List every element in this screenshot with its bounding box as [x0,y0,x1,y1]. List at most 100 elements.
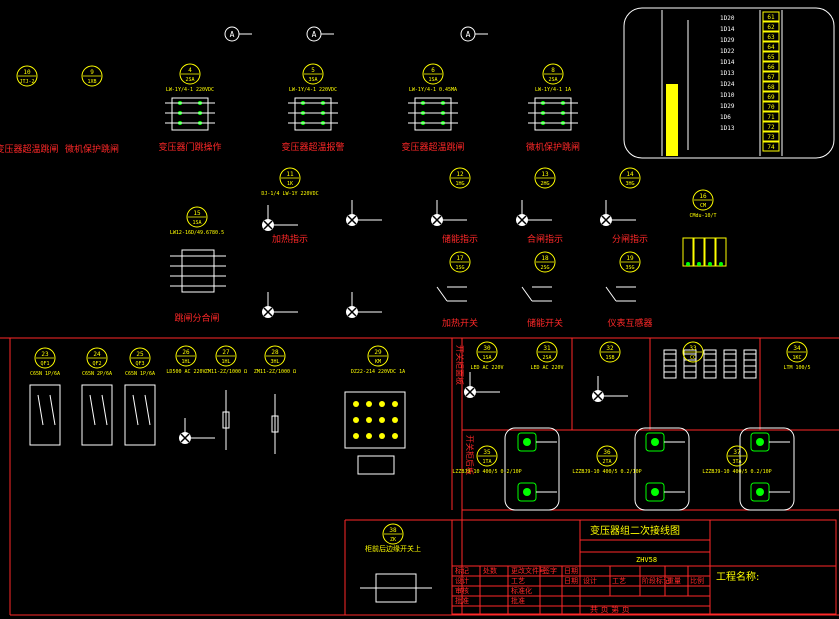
tb-craft: 工艺 [612,577,626,585]
title-block-grid [451,519,837,615]
badge-code: ZK [390,537,396,543]
badge-ring [186,206,208,228]
terminal-cell [762,61,780,72]
tb-mid-1: 标准化 [511,586,532,595]
lamp-cross [517,215,527,225]
badge-ring [382,523,404,545]
badge-number: 33 [689,345,697,352]
switch-contact-box [171,97,209,131]
ct-core [756,438,764,446]
badge-ring [367,345,389,367]
terminal-right-row: 71 [762,111,780,122]
lamp-cross [347,215,357,225]
badge-number: 25 [136,351,144,358]
terminal-cell [762,121,780,132]
badge-ring [726,445,748,467]
badge-code: 1HG [455,181,464,187]
badge-ring [534,251,556,273]
terminal-left-column: 1D201D141D291D221D141D131D241D101D291D61… [720,15,735,132]
badge-ring [86,347,108,369]
relay-pin [392,417,398,423]
tb-mark: 标记 [455,566,469,575]
relay-pin [379,433,385,439]
device-spec: LD500 AC 220V [166,369,205,375]
terminal-cell [762,101,780,112]
switch-contact-box [534,97,572,131]
terminal-right-row: 73 [762,131,780,142]
lamp-cross [465,387,475,397]
terminal-right-row: 65 [762,51,780,62]
ct-enclosure [739,427,795,511]
capacitor-icon [663,349,677,379]
device-spec: LZZBJ9-10 400/5 0.2/10P [572,469,641,475]
relay-pin [379,401,385,407]
relay-pin [353,417,359,423]
device-spec: ZM11-2Z/1000 Ω [205,369,247,375]
device-spec: LW-1Y/4-1 220VDC [166,87,214,93]
tb-left-0: 设计 [455,576,469,585]
terminal-left-label: 1D10 [720,92,735,99]
terminal-left-label: 1D20 [720,15,735,22]
badge-ring [542,63,564,85]
terminal-green-cell [666,114,678,120]
ct-core [651,488,659,496]
tb-mid-2: 批准 [511,596,525,605]
device-spec: CMdu-10/T [689,213,716,219]
terminal-right-row: 63 [762,31,780,42]
badge-number: 4 [188,67,192,74]
ammeter-glyph: A [466,30,471,39]
terminal-block: 1D201D141D291D221D141D131D241D101D291D61… [623,7,835,159]
badge-code: 3SG [625,265,634,271]
terminal-green-cell [666,120,678,126]
ct-core [523,438,531,446]
tb-date: 日期 [564,567,578,575]
terminal-left-label: 1D24 [720,81,735,88]
terminal-cell [762,21,780,32]
terminal-green-cell [666,90,678,96]
terminal-left-label: 1D13 [720,125,735,132]
badge-number: 36 [603,449,611,456]
device-caption: 仪表互感器 [607,317,652,329]
terminal-left-label: 1D22 [720,48,735,55]
badge-code: 2SA [542,355,551,361]
badge-code: 2SA [548,77,557,83]
badge-code: JTJ-2 [19,79,34,85]
badge-number: 12 [456,171,464,178]
switch-contact-box [294,97,332,131]
device-spec: LW-1Y/4-1 220VDC [289,87,337,93]
relay-pin [366,417,372,423]
switch-contact-box [414,97,452,131]
tb-sign: 签字 [543,566,557,575]
section-label-front: 开关柜面板 [455,345,465,385]
badge-ring [596,445,618,467]
device-spec: ZM11-2Z/1000 Ω [254,369,296,375]
terminal-right-row: 74 [762,141,780,152]
badge-number: 15 [193,210,201,217]
terminal-left-label: 1D14 [720,26,735,33]
device-spec: LZZBJ9-10 400/5 0.2/10P [702,469,771,475]
tb-count: 处数 [483,566,497,575]
badge-number: 18 [541,255,549,262]
ct-core [651,438,659,446]
badge-ring [476,445,498,467]
badge-code: QF2 [92,361,101,367]
lamp-cross [347,307,357,317]
breaker-contact [144,394,151,426]
terminal-number: 72 [767,124,775,131]
badge-code: 1KC [792,355,801,361]
ammeter-glyph: A [312,30,317,39]
badge-number: 35 [483,449,491,456]
